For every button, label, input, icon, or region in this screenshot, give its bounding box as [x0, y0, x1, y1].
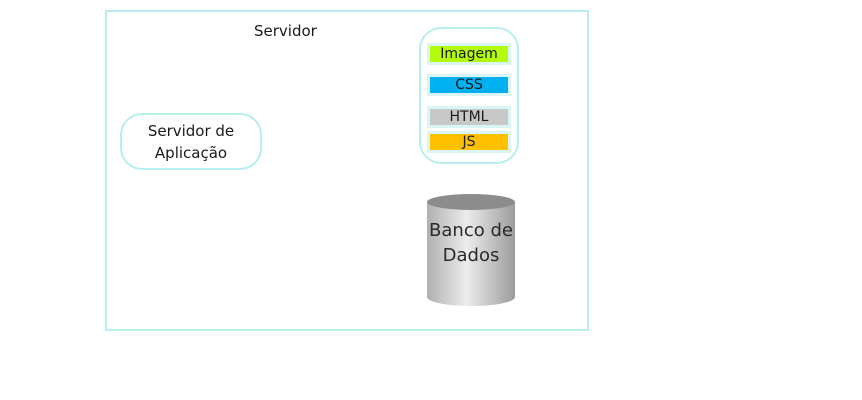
database-label: Banco de Dados [425, 218, 517, 268]
database-label-line2: Dados [442, 245, 500, 266]
asset-html: HTML [427, 106, 511, 128]
app-server-node: Servidor de Aplicação [120, 113, 262, 170]
database-cylinder-icon [427, 194, 515, 306]
server-title: Servidor [254, 22, 317, 40]
server-container [105, 10, 589, 331]
database-node: Banco de Dados [425, 193, 517, 309]
asset-js: JS [427, 131, 511, 153]
app-server-label: Servidor de Aplicação [147, 121, 235, 162]
static-assets-group: Imagem CSS HTML JS [419, 27, 519, 164]
asset-imagem: Imagem [427, 43, 511, 65]
asset-css: CSS [427, 74, 511, 96]
database-label-line1: Banco de [429, 220, 513, 241]
database-top [427, 194, 515, 210]
